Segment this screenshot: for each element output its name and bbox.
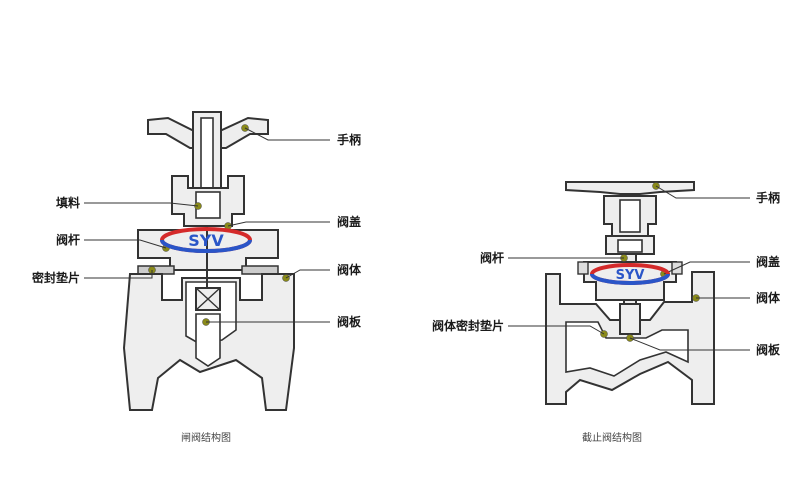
gate-label-disc: 阀板 (337, 314, 362, 329)
globe-label-handwheel: 手柄 (756, 190, 780, 205)
gate-label-bonnet: 阀盖 (337, 214, 361, 229)
gate-label-body: 阀体 (337, 262, 362, 277)
gate-valve-caption: 闸阀结构图 (181, 431, 231, 444)
gate-watermark-logo: SYV (160, 227, 252, 253)
gate-label-handwheel: 手柄 (337, 132, 361, 147)
gate-valve-drawing (122, 111, 295, 411)
gate-label-packing: 填料 (56, 195, 80, 210)
globe-disc (619, 303, 641, 335)
globe-watermark-text: SYV (616, 268, 645, 283)
globe-valve-leaders (508, 185, 750, 351)
globe-label-bonnet: 阀盖 (756, 254, 780, 269)
gate-watermark-text: SYV (188, 231, 224, 250)
globe-valve-drawing (545, 181, 715, 405)
globe-valve-labels: 手柄 阀杆 阀盖 阀体 阀体密封垫片 阀板 截止阀结构图 (432, 190, 781, 444)
globe-label-body-gasket: 阀体密封垫片 (432, 318, 504, 333)
globe-label-disc: 阀板 (756, 342, 781, 357)
gate-label-stem: 阀杆 (56, 232, 80, 247)
globe-handwheel (565, 181, 695, 195)
globe-watermark-logo: SYV (590, 263, 670, 285)
gate-valve-labels: 手柄 填料 阀盖 阀杆 阀体 密封垫片 阀板 闸阀结构图 (32, 132, 362, 444)
globe-label-body: 阀体 (756, 290, 781, 305)
globe-label-stem: 阀杆 (480, 250, 504, 265)
gate-valve-leaders (84, 127, 330, 323)
gate-label-gasket: 密封垫片 (32, 270, 80, 285)
globe-valve-caption: 截止阀结构图 (582, 431, 642, 444)
